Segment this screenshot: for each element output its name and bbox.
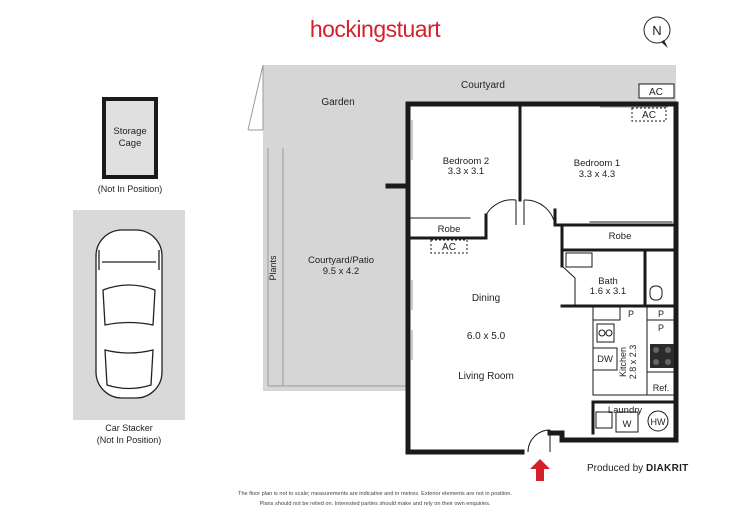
bath-name: Bath bbox=[598, 276, 618, 287]
garden-label: Garden bbox=[321, 97, 354, 108]
courtyard-patio-size: 9.5 x 4.2 bbox=[323, 266, 359, 277]
storage-cage bbox=[102, 97, 158, 179]
car-icon bbox=[95, 229, 163, 399]
dw-label: DW bbox=[597, 354, 613, 365]
ac-label-courtyard: AC bbox=[649, 87, 663, 98]
entry-arrow-icon bbox=[530, 459, 550, 481]
walls bbox=[385, 101, 679, 455]
dining-label: Dining bbox=[472, 293, 500, 304]
bath-size: 1.6 x 3.1 bbox=[590, 286, 626, 297]
plants-label: Plants bbox=[268, 255, 278, 281]
pantry-label-3: P bbox=[658, 323, 664, 333]
apartment-floor bbox=[408, 104, 676, 452]
pantry-label-1: P bbox=[628, 309, 634, 319]
living-size: 6.0 x 5.0 bbox=[467, 331, 506, 342]
courtyard-area bbox=[408, 65, 676, 104]
compass-label: N bbox=[652, 23, 661, 38]
ac-label-hall: AC bbox=[442, 242, 456, 253]
garden-area bbox=[263, 65, 408, 391]
pantry-label-2: P bbox=[658, 309, 664, 319]
ac-unit-courtyard bbox=[638, 83, 675, 99]
car-stacker-label: Car Stacker bbox=[105, 423, 153, 433]
disclaimer-line-1: The floor plan is not to scale; measurem… bbox=[238, 491, 512, 497]
north-compass-icon: N bbox=[643, 16, 671, 48]
windows bbox=[411, 106, 668, 360]
car-note: (Not In Position) bbox=[97, 435, 162, 445]
brand-logo: hockingstuart bbox=[309, 16, 441, 42]
washer-box bbox=[615, 411, 639, 433]
garden-edges bbox=[247, 64, 408, 387]
laundry-label: Laundry bbox=[608, 405, 643, 416]
ac-unit-hall bbox=[430, 239, 468, 254]
bedroom2-name: Bedroom 2 bbox=[443, 156, 489, 167]
hot-water-icon bbox=[647, 410, 669, 432]
living-label: Living Room bbox=[458, 371, 514, 382]
kitchen-label-group: Kitchen 2.8 x 2.3 bbox=[618, 345, 638, 380]
doors bbox=[485, 199, 576, 453]
kitchen-name: Kitchen bbox=[618, 347, 628, 377]
vanity bbox=[565, 252, 593, 268]
washer-label: W bbox=[623, 419, 632, 430]
bedroom1-size: 3.3 x 4.3 bbox=[579, 169, 615, 180]
robe-label-b2: Robe bbox=[438, 224, 461, 235]
storage-note: (Not In Position) bbox=[98, 184, 163, 194]
hw-label: HW bbox=[651, 417, 666, 427]
robe-label-b1: Robe bbox=[609, 231, 632, 242]
credit-company: DIAKRIT bbox=[645, 463, 689, 474]
ref-label: Ref. bbox=[653, 383, 670, 393]
toilet-icon bbox=[649, 285, 663, 301]
bedroom2-size: 3.3 x 3.1 bbox=[448, 166, 484, 177]
credit: Produced by DIAKRIT bbox=[587, 463, 689, 474]
ac-unit-bedroom1 bbox=[631, 107, 667, 122]
credit-prefix: Produced by bbox=[587, 463, 644, 474]
courtyard-patio-name: Courtyard/Patio bbox=[308, 255, 374, 266]
ac-label-bedroom1: AC bbox=[642, 110, 656, 121]
disclaimer-line-2: Plans should not be relied on. Intereste… bbox=[259, 501, 491, 507]
cooktop-icon bbox=[650, 344, 674, 368]
courtyard-label: Courtyard bbox=[461, 80, 505, 91]
kitchen-size: 2.8 x 2.3 bbox=[628, 345, 638, 380]
laundry-trough bbox=[595, 411, 613, 429]
bedroom1-name: Bedroom 1 bbox=[574, 158, 620, 169]
